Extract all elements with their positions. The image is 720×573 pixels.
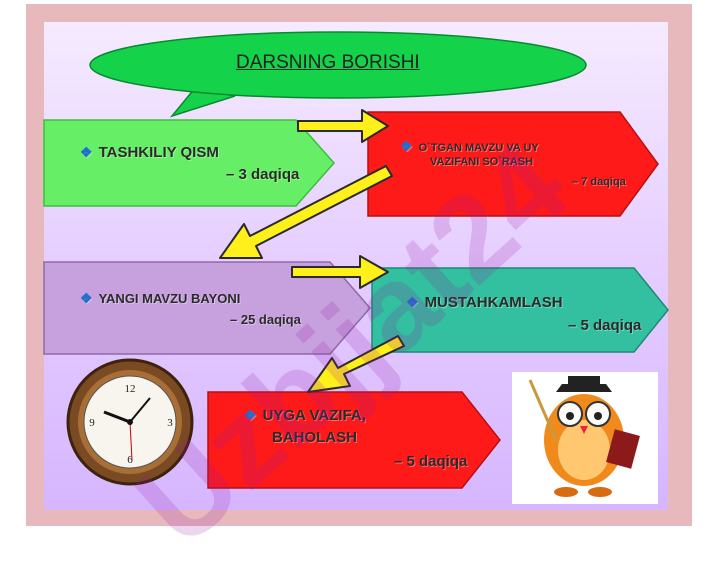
step-1-time: – 3 daqiqa xyxy=(226,166,300,183)
step-2-box xyxy=(367,111,659,217)
diamond-bullet-icon: ❖ xyxy=(80,144,93,160)
arrow-right-1-icon xyxy=(297,109,389,143)
step-2-label-row: ❖ O`TGAN MAVZU VA UY xyxy=(400,138,539,155)
step-2-label-line-1: O`TGAN MAVZU VA UY xyxy=(418,142,539,154)
arrow-down-left-1-icon xyxy=(219,165,393,259)
step-5-label-line-2: BAHOLASH xyxy=(272,429,357,446)
step-3-box xyxy=(43,261,371,355)
step-1-box xyxy=(43,119,336,207)
step-5-time: – 5 daqiqa xyxy=(394,453,468,470)
step-2-time: – 7 daqiqa xyxy=(572,176,626,188)
step-2-label-line-2: VAZIFANI SO`RASH xyxy=(430,156,534,168)
step-4-box xyxy=(371,267,669,353)
step-5-box xyxy=(207,391,501,489)
step-5-label-line-1: UYGA VAZIFA, xyxy=(262,407,366,424)
svg-text:3: 3 xyxy=(167,417,173,429)
owl-teacher-icon xyxy=(512,372,658,504)
arrow-right-2-icon xyxy=(291,255,389,289)
diamond-bullet-icon: ❖ xyxy=(80,290,93,306)
diamond-bullet-icon: ❖ xyxy=(244,407,257,423)
svg-text:9: 9 xyxy=(89,417,95,429)
step-4-time: – 5 daqiqa xyxy=(568,317,642,334)
step-5-label-row: ❖ UYGA VAZIFA, xyxy=(244,407,366,424)
page-title: DARSNING BORISHI xyxy=(236,52,420,73)
step-3-label: YANGI MAVZU BAYONI xyxy=(98,291,241,306)
step-1-label: TASHKILIY QISM xyxy=(98,144,219,161)
step-3-label-row: ❖ YANGI MAVZU BAYONI xyxy=(80,290,240,307)
svg-text:6: 6 xyxy=(127,454,133,466)
arrow-down-left-2-icon xyxy=(307,335,405,393)
step-3-time: – 25 daqiqa xyxy=(230,312,301,327)
title-speech-bubble xyxy=(89,31,587,99)
step-1-label-row: ❖ TASHKILIY QISM xyxy=(80,144,219,161)
step-4-label: MUSTAHKAMLASH xyxy=(424,294,563,311)
svg-text:12: 12 xyxy=(125,383,136,395)
step-4-label-row: ❖ MUSTAHKAMLASH xyxy=(406,294,563,311)
wall-clock-icon: 12 3 6 9 xyxy=(66,358,194,486)
slide-graphics: 12 3 6 9 xyxy=(43,22,669,510)
diamond-bullet-icon: ❖ xyxy=(406,294,419,310)
diamond-bullet-icon: ❖ xyxy=(400,138,413,154)
